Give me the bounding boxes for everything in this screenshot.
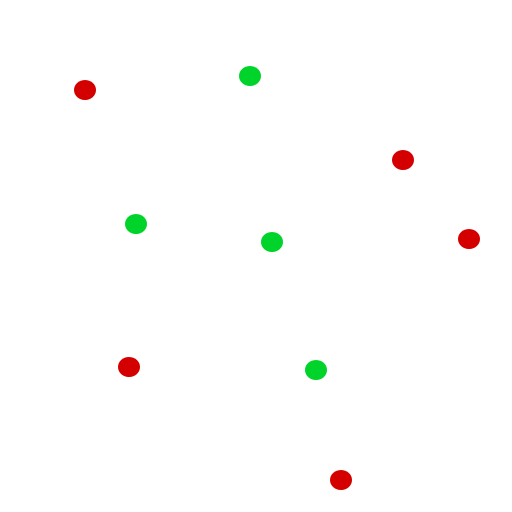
red-dot <box>74 80 96 100</box>
green-dot <box>261 232 283 252</box>
red-dot <box>118 357 140 377</box>
green-dot <box>305 360 327 380</box>
red-dot <box>330 470 352 490</box>
red-dot <box>458 229 480 249</box>
red-dot <box>392 150 414 170</box>
green-dot <box>125 214 147 234</box>
green-dot <box>239 66 261 86</box>
